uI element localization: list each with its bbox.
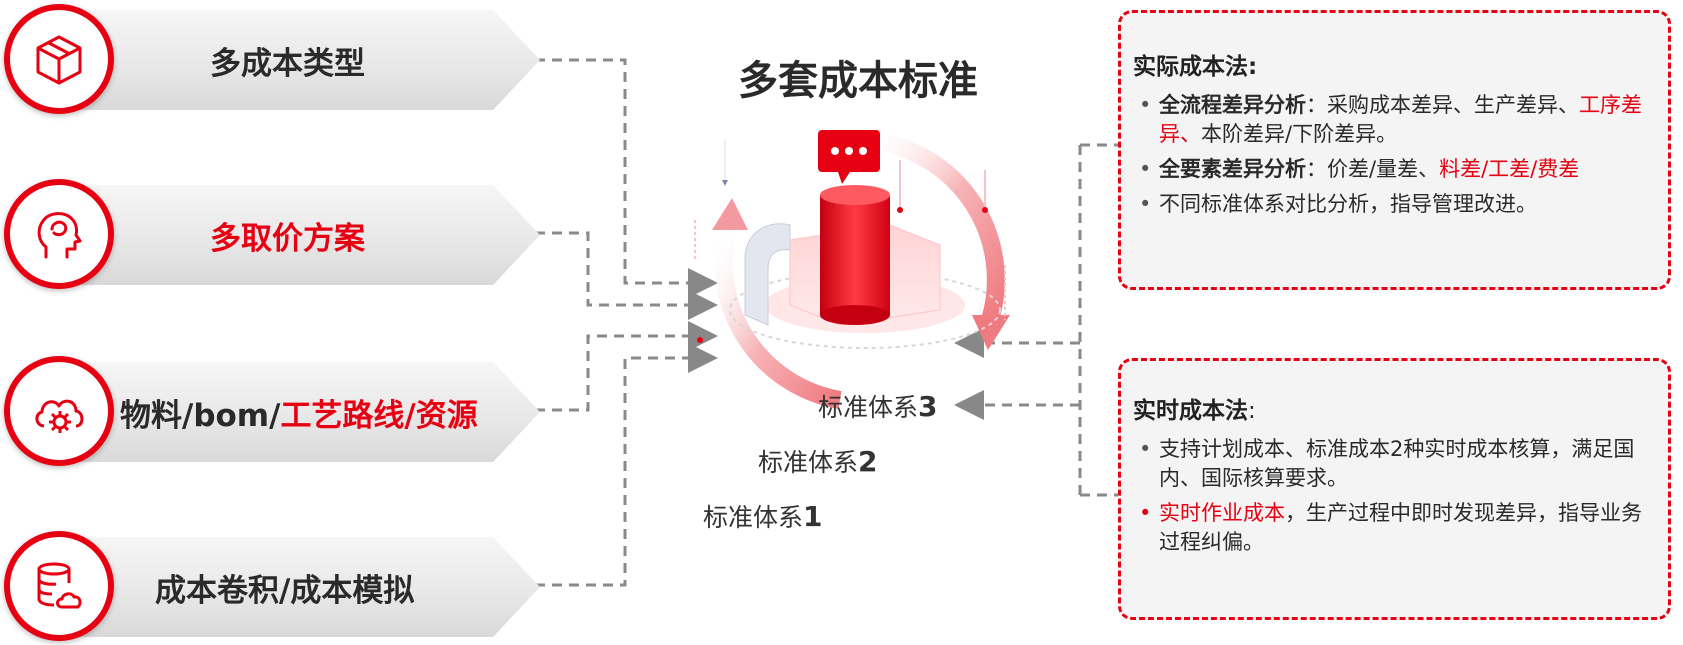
list-item: 支持计划成本、标准成本2种实时成本核算，满足国内、国际核算要求。: [1133, 435, 1652, 493]
chat-bubble-icon: [818, 130, 880, 184]
cycle-arrowhead-left: [712, 198, 748, 230]
left-item-cost-types: 多成本类型: [0, 0, 560, 118]
center-illustration: [694, 130, 1010, 409]
bullet-text: 不同标准体系对比分析，指导管理改进。: [1159, 192, 1537, 216]
actual-cost-title: 实际成本法:: [1133, 54, 1258, 80]
icon-circle: [4, 4, 114, 114]
left-item-label: 多成本类型: [210, 46, 365, 82]
standard-number: 2: [858, 445, 878, 478]
list-item: 全要素差异分析：价差/量差、料差/工差/费差: [1133, 155, 1652, 184]
bullet-text: ：采购成本差异、生产差异、: [1306, 93, 1579, 117]
connector-2: [535, 231, 718, 320]
connector-3: [535, 321, 718, 412]
list-item: 全流程差异分析：采购成本差异、生产差异、工序差异、本阶差异/下阶差异。: [1133, 91, 1652, 149]
icon-circle: [4, 531, 114, 641]
red-cylinder: [820, 195, 890, 315]
realtime-cost-box: 实时成本法: 支持计划成本、标准成本2种实时成本核算，满足国内、国际核算要求。 …: [1118, 358, 1671, 620]
bullet-text: ，生产过程中即时发现差异，指导业务过程纠偏。: [1159, 501, 1642, 554]
actual-cost-list: 全流程差异分析：采购成本差异、生产差异、工序差异、本阶差异/下阶差异。 全要素差…: [1133, 91, 1652, 219]
list-item: 不同标准体系对比分析，指导管理改进。: [1133, 190, 1652, 219]
realtime-cost-title: 实时成本法: [1133, 398, 1248, 424]
cloud-gear-icon: [35, 399, 84, 433]
bullet-red: 工序差异、: [1159, 93, 1642, 146]
left-item-pricing: 多取价方案: [0, 175, 560, 293]
realtime-cost-heading: 实时成本法:: [1133, 391, 1652, 425]
left-item-label: 多取价方案: [210, 221, 365, 257]
realtime-cost-list: 支持计划成本、标准成本2种实时成本核算，满足国内、国际核算要求。 实时作业成本，…: [1133, 435, 1652, 557]
standard-number: 1: [803, 500, 823, 533]
actual-cost-box: 实际成本法: 全流程差异分析：采购成本差异、生产差异、工序差异、本阶差异/下阶差…: [1118, 10, 1671, 290]
standard-prefix: 标准体系: [818, 393, 919, 422]
list-item: 实时作业成本，生产过程中即时发现差异，指导业务过程纠偏。: [1133, 499, 1652, 557]
arrow-shape: [70, 185, 540, 285]
grey-arc: [744, 223, 791, 326]
cycle-arrow-right: [859, 131, 1005, 323]
label-part-black: 物料/bom/: [120, 398, 281, 434]
standard-system-3: 标准体系3: [818, 388, 938, 424]
arrow-shape: [70, 362, 540, 462]
arrow-shape: [70, 537, 540, 637]
realtime-cost-colon: :: [1248, 398, 1256, 424]
bullet-text: 支持计划成本、标准成本2种实时成本核算，满足国内、国际核算要求。: [1159, 437, 1635, 490]
bullet-red: 实时作业成本: [1159, 501, 1285, 525]
center-title: 多套成本标准: [738, 58, 978, 104]
cycle-arrow-left: [714, 217, 842, 409]
left-item-label: 成本卷积/成本模拟: [155, 573, 415, 609]
arrow-shape: [70, 10, 540, 110]
left-item-cost-rollup: 成本卷积/成本模拟: [0, 527, 560, 645]
bullet-text: 本阶差异/下阶差异。: [1201, 122, 1398, 146]
bullet-red: 料差/工差/费差: [1439, 157, 1580, 181]
bullet-bold: 全流程差异分析: [1159, 93, 1306, 117]
standard-system-2: 标准体系2: [758, 443, 878, 479]
database-cloud-icon: [37, 562, 82, 609]
standard-prefix: 标准体系: [758, 448, 859, 477]
left-item-label: 物料/bom/工艺路线/资源: [120, 390, 478, 435]
left-item-materials: 物料/bom/工艺路线/资源: [0, 352, 560, 470]
label-part-red: 工艺路线/资源: [280, 398, 478, 434]
icon-circle: [4, 179, 114, 289]
standard-number: 3: [918, 390, 938, 423]
bullet-text: ：价差/量差、: [1306, 157, 1440, 181]
icon-circle: [4, 356, 114, 466]
cycle-arrowhead-right: [972, 315, 1010, 350]
head-idea-icon: [37, 212, 82, 259]
standard-prefix: 标准体系: [703, 503, 804, 532]
connector-4: [535, 343, 718, 587]
standard-system-1: 标准体系1: [703, 498, 823, 534]
cube-icon: [36, 35, 82, 85]
bullet-bold: 全要素差异分析: [1159, 157, 1306, 181]
